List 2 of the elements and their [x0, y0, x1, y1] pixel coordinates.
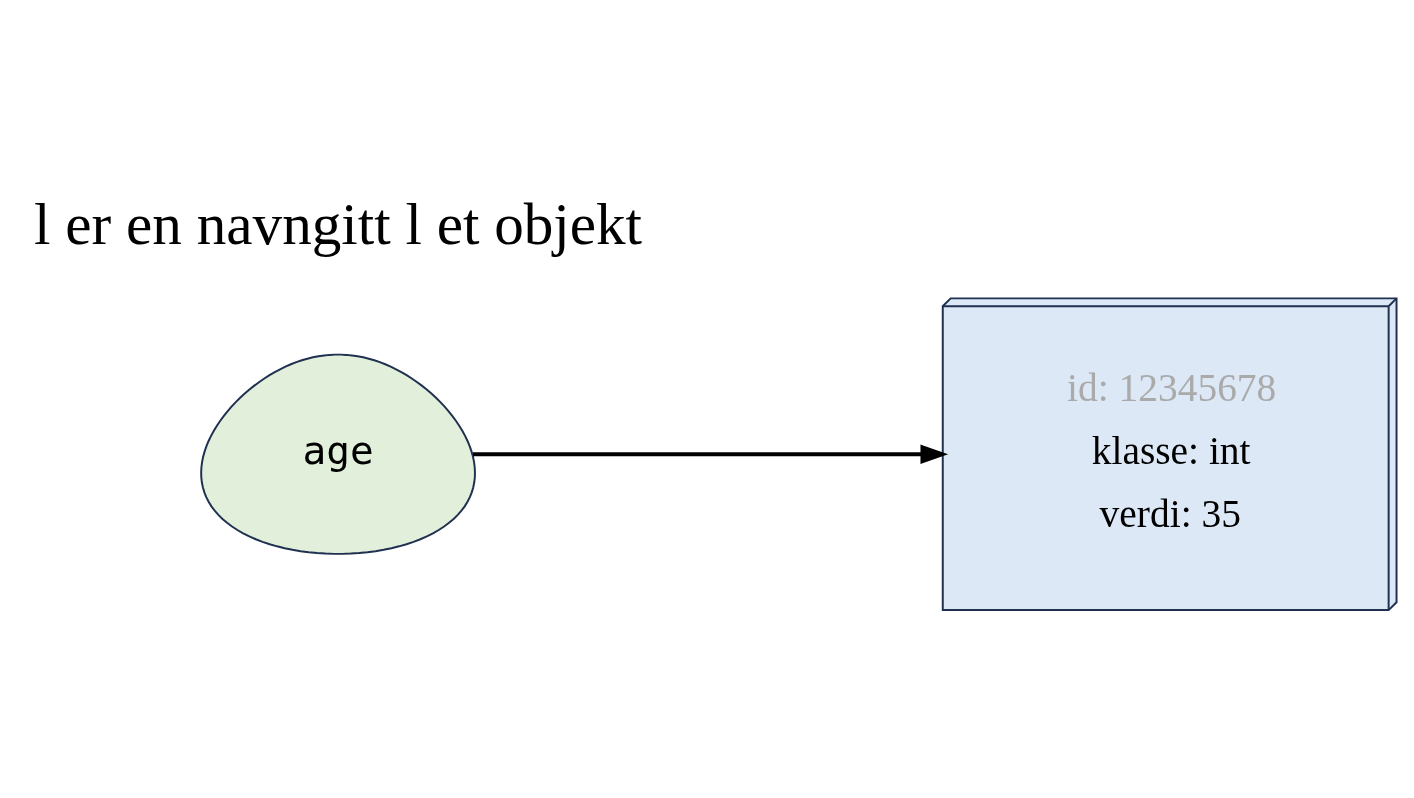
- label: l er en navngitt l et objekt: [34, 190, 643, 257]
- arrow: [473, 444, 949, 464]
